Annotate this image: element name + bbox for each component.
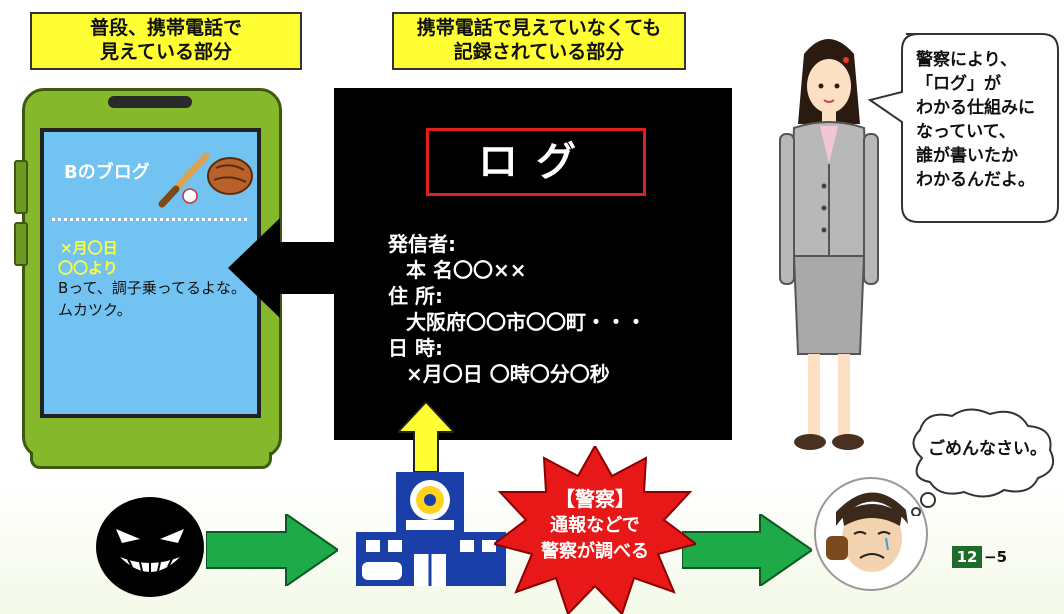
phone-side-button bbox=[14, 160, 28, 214]
log-title: ログ bbox=[426, 128, 646, 196]
page-number-badge: 12 bbox=[952, 546, 982, 568]
label-usual-line1: 普段、携帯電話で bbox=[89, 17, 242, 39]
phone-screen: Bのブログ ×月〇日 〇〇より Bって、調子乗ってるよな。 ムカツク。 bbox=[40, 128, 261, 418]
log-datetime-line: ×月〇日 〇時〇分〇秒 bbox=[406, 362, 610, 386]
woman-speech-text: 警察により、 「ログ」が わかる仕組みに なっていて、 誰が書いたか わかるんだ… bbox=[916, 48, 1058, 192]
post-author: 〇〇より bbox=[58, 259, 118, 277]
dotted-divider bbox=[52, 218, 247, 221]
burst-title: 【警察】 bbox=[555, 487, 635, 511]
woman-speech-bubble bbox=[867, 33, 1059, 223]
boy-thought-bubble bbox=[911, 408, 1054, 516]
log-address-line: 大阪府〇〇市〇〇町・・・ bbox=[406, 310, 646, 334]
woman-speech-line4: なっていて、 bbox=[916, 122, 1016, 142]
boy-speech-text: ごめんなさい。 bbox=[928, 439, 1047, 459]
up-arrow-to-log bbox=[398, 402, 454, 472]
log-panel: ログ 発信者: 本 名〇〇×× 住 所: 大阪府〇〇市〇〇町・・・ 日 時: ×… bbox=[334, 88, 732, 440]
post-line2: ムカツク。 bbox=[58, 301, 132, 319]
label-usual-view: 普段、携帯電話で 見えている部分 bbox=[30, 12, 302, 70]
woman-speech-line2: 「ログ」が bbox=[916, 74, 1001, 94]
page-number-suffix: −5 bbox=[984, 548, 1008, 566]
label-usual-line2: 見えている部分 bbox=[99, 41, 233, 63]
phone-side-button-2 bbox=[14, 222, 28, 266]
baseball-bat-glove-icon bbox=[158, 152, 253, 208]
woman-in-suit-illustration bbox=[779, 39, 879, 450]
phone-speaker bbox=[108, 96, 192, 108]
police-investigation-burst bbox=[494, 446, 696, 614]
post-line1: Bって、調子乗ってるよな。 bbox=[58, 279, 247, 297]
anonymous-poster-face-icon bbox=[96, 497, 204, 597]
left-arrow-to-phone bbox=[228, 218, 338, 318]
log-name-line: 本 名〇〇×× bbox=[406, 258, 527, 282]
log-address-label: 住 所: bbox=[388, 284, 443, 308]
log-datetime-label: 日 時: bbox=[388, 336, 443, 360]
post-date: ×月〇日 bbox=[60, 239, 118, 257]
phone-hinge bbox=[30, 452, 272, 469]
police-station-icon bbox=[356, 472, 506, 586]
blog-title: Bのブログ bbox=[64, 162, 150, 183]
label-hidden-line2: 記録されている部分 bbox=[453, 41, 625, 63]
crying-boy-icon bbox=[814, 477, 928, 591]
green-arrow-to-police bbox=[206, 514, 338, 586]
burst-line1: 通報などで bbox=[550, 515, 640, 536]
burst-line2: 警察が調べる bbox=[541, 541, 649, 562]
green-arrow-to-boy bbox=[682, 514, 812, 586]
log-sender-label: 発信者: bbox=[388, 232, 456, 256]
label-hidden-record: 携帯電話で見えていなくても 記録されている部分 bbox=[392, 12, 686, 70]
woman-speech-line1: 警察により、 bbox=[916, 50, 1017, 70]
woman-speech-line6: わかるんだよ。 bbox=[916, 170, 1035, 190]
woman-speech-line3: わかる仕組みに bbox=[916, 98, 1035, 118]
woman-speech-line5: 誰が書いたか bbox=[916, 146, 1018, 166]
label-hidden-line1: 携帯電話で見えていなくても bbox=[416, 17, 662, 39]
